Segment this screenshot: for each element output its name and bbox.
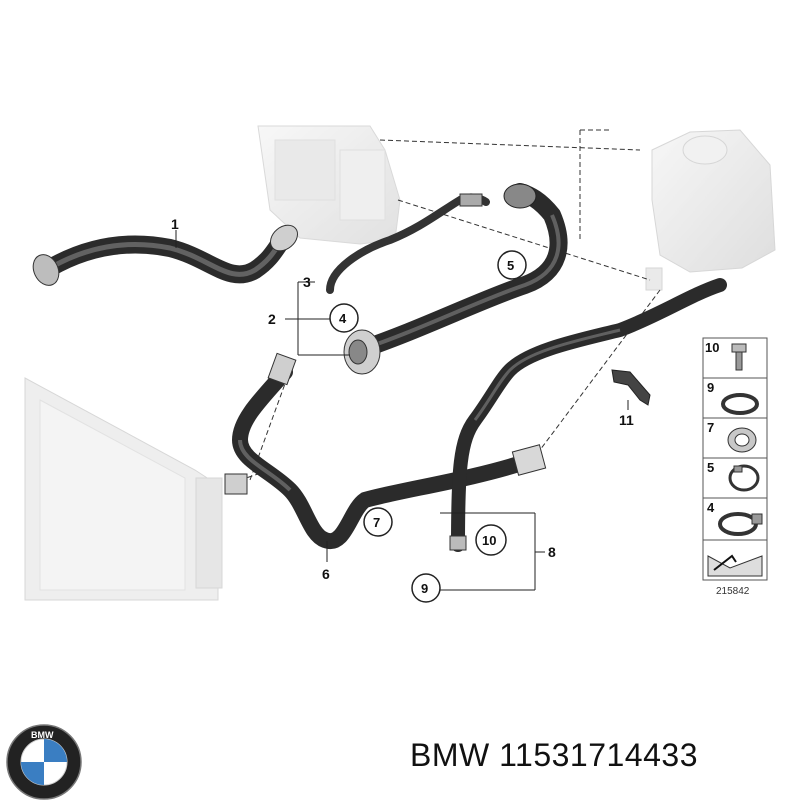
callout-1: 1 — [171, 216, 179, 232]
svg-text:5: 5 — [507, 258, 514, 273]
hose-8 — [449, 278, 727, 552]
legend-num-5: 5 — [707, 460, 714, 475]
hose-5 — [351, 183, 568, 359]
callout-9: 9 — [411, 573, 441, 603]
parts-legend: 10 9 7 5 4 215842 — [702, 337, 768, 597]
bmw-logo-icon: BMW — [6, 724, 82, 800]
diagram-ref-code: 215842 — [716, 586, 750, 597]
callout-7: 7 — [363, 507, 393, 537]
callout-11: 11 — [619, 412, 634, 428]
callout-8: 8 — [548, 544, 556, 560]
bmw-logo-text: BMW — [31, 730, 54, 740]
clip-11 — [611, 369, 651, 406]
legend-num-9: 9 — [707, 380, 714, 395]
callout-6: 6 — [322, 566, 330, 582]
callout-2: 2 — [268, 311, 276, 327]
hose-1 — [32, 224, 298, 286]
legend-num-7: 7 — [707, 420, 714, 435]
seal-ring-icon — [721, 393, 759, 415]
screw-icon — [731, 343, 747, 371]
hose-clamp-icon — [727, 427, 757, 453]
expansion-tank-ghost — [645, 129, 776, 291]
spring-clip-icon — [728, 464, 760, 492]
callout-10: 10 — [475, 524, 507, 556]
band-clamp-icon — [718, 512, 763, 536]
note-arrow-icon — [707, 554, 763, 577]
legend-num-4: 4 — [707, 500, 715, 515]
connector-4 — [343, 329, 381, 375]
svg-text:4: 4 — [339, 311, 347, 326]
legend-num-10: 10 — [705, 340, 719, 355]
engine-block-ghost — [257, 125, 401, 245]
hose-6 — [224, 352, 547, 549]
callout-4: 4 — [329, 303, 359, 333]
part-title: BMW 11531714433 — [410, 737, 698, 773]
callout-3: 3 — [303, 274, 311, 290]
hose-3-small — [326, 193, 490, 294]
svg-text:9: 9 — [421, 581, 428, 596]
radiator-ghost — [24, 377, 223, 601]
svg-text:10: 10 — [482, 533, 496, 548]
callout-5: 5 — [497, 250, 527, 280]
svg-text:7: 7 — [373, 515, 380, 530]
